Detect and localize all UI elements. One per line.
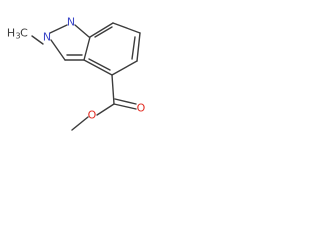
bond-carbonyl-o-1 bbox=[113, 103, 137, 110]
bond-ester-o-methyl bbox=[71, 116, 89, 131]
bond-c5-c4 bbox=[111, 60, 138, 76]
bond-c4-c3a-inner bbox=[88, 58, 111, 71]
bond-c7-c6 bbox=[112, 22, 141, 34]
bond-carbonyl-o-2 bbox=[114, 98, 137, 105]
bond-c7a-c7-inner bbox=[94, 26, 113, 38]
atom-n2: N bbox=[43, 31, 51, 44]
atom-labels: N N H 3 C O O bbox=[7, 16, 146, 122]
molecule-structure: N N H 3 C O O bbox=[7, 16, 146, 131]
atom-methyl-subscript: 3 bbox=[15, 32, 20, 41]
bond-n2-methyl bbox=[31, 35, 44, 45]
atom-n1: N bbox=[67, 16, 75, 29]
bond-c7a-c3a bbox=[83, 36, 91, 61]
atom-carbonyl-o: O bbox=[137, 102, 146, 115]
bond-c4-c3a bbox=[83, 59, 113, 76]
bond-carbonyl-ester-o bbox=[96, 103, 115, 116]
bond-lines bbox=[31, 22, 141, 131]
atom-methyl-h: H bbox=[7, 27, 15, 40]
atom-ester-o: O bbox=[88, 109, 97, 122]
bond-c7a-c7 bbox=[89, 22, 114, 38]
bond-c6-c5-inner bbox=[131, 36, 136, 60]
bond-c6-c5 bbox=[136, 32, 141, 62]
bond-c4-carbonyl bbox=[111, 74, 115, 105]
atom-methyl-c: C bbox=[20, 27, 28, 40]
bond-n2-n1 bbox=[49, 24, 68, 34]
bond-c3-n2 bbox=[50, 39, 66, 61]
bond-n1-c7a bbox=[74, 24, 90, 38]
